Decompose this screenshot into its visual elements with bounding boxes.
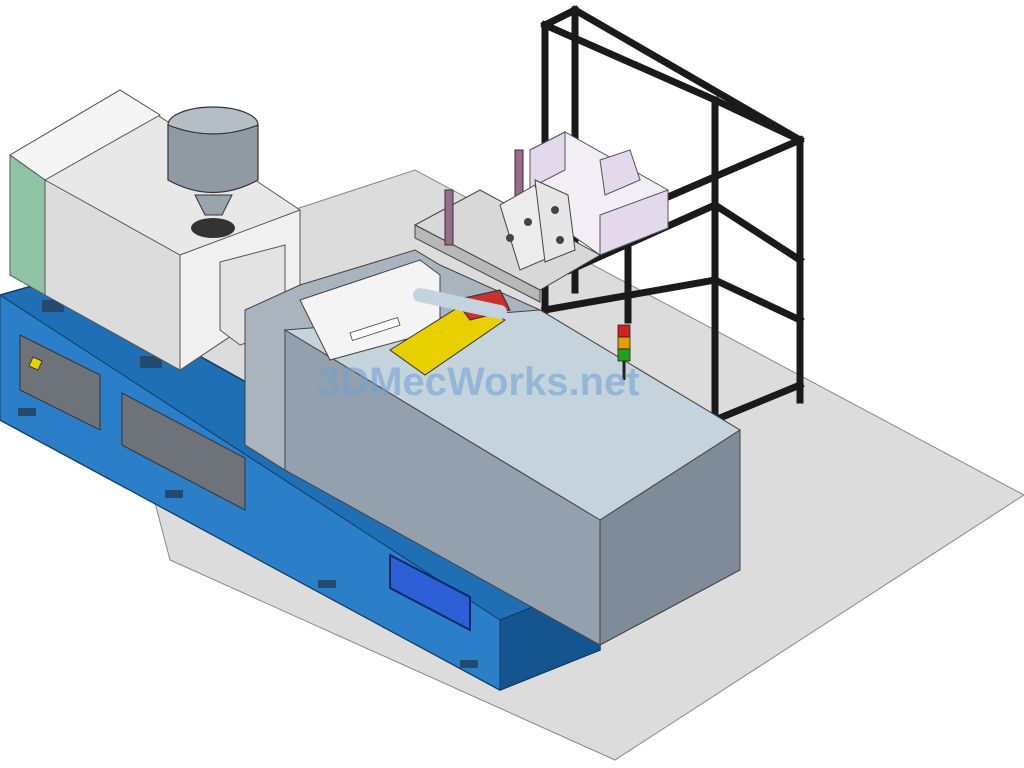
gripper-fixture bbox=[413, 149, 602, 303]
material-hopper bbox=[167, 106, 259, 238]
clamp-housing bbox=[244, 249, 741, 646]
cabinet-door-left bbox=[19, 334, 101, 431]
warning-label bbox=[28, 356, 43, 371]
machine-base bbox=[0, 277, 601, 691]
stack-light bbox=[617, 324, 631, 380]
safety-frame bbox=[540, 5, 805, 425]
robot-arm bbox=[389, 288, 511, 376]
watermark-text: 3DMecWorks.net bbox=[318, 360, 640, 404]
inspection-window bbox=[389, 553, 471, 632]
cabinet-door-right bbox=[121, 392, 246, 511]
